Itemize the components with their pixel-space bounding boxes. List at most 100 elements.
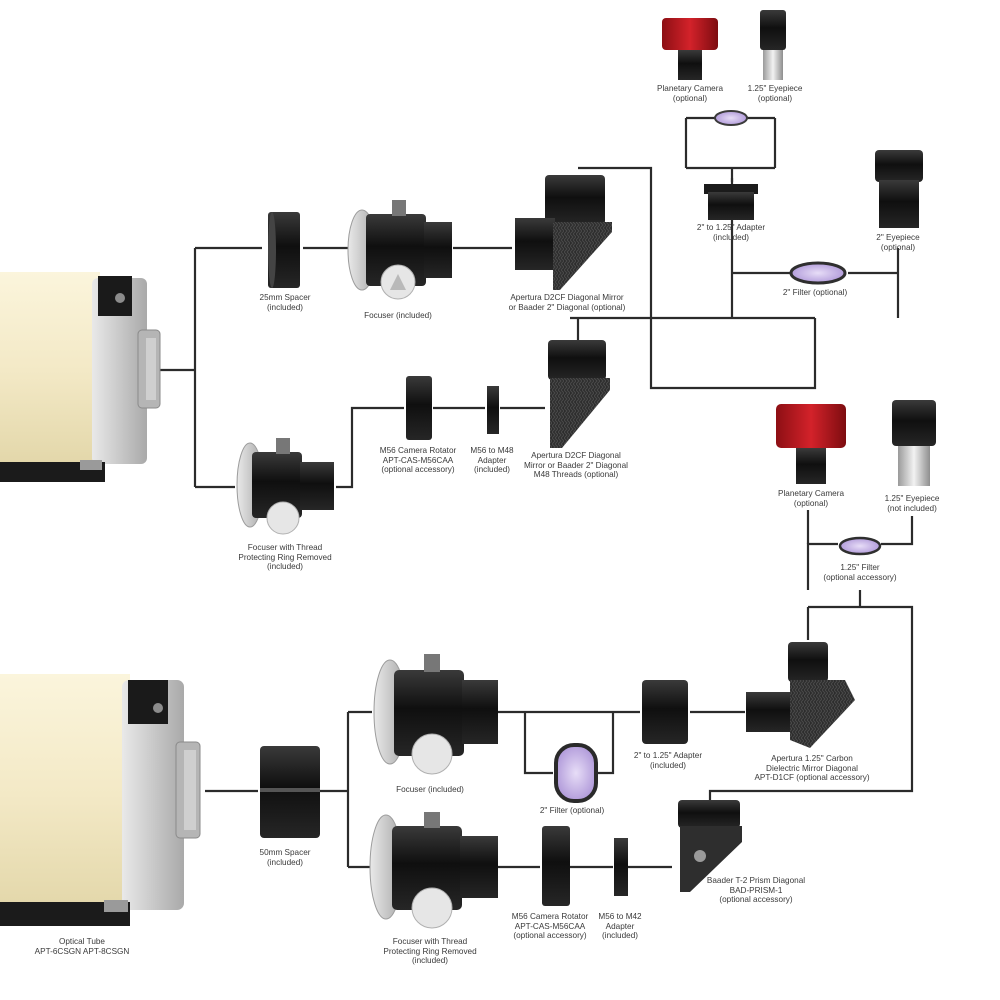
spacer-50mm-icon (260, 746, 320, 838)
filter-125-top-icon (714, 110, 748, 126)
eyepiece-125-mid-icon (892, 400, 936, 486)
label-line: or Baader 2" Diagonal (optional) (508, 302, 626, 312)
label-line: Apertura 1.25" Carbon (771, 754, 853, 763)
label-line: Mirror or Baader 2" Diagonal (524, 460, 628, 470)
label-line: (included) (602, 931, 638, 941)
label-line: Focuser (included) (396, 785, 464, 794)
label-line: Protecting Ring Removed (238, 552, 332, 562)
adapter-bottom-icon (642, 680, 688, 744)
label-line: BAD-PRISM-1 (729, 885, 783, 895)
camera-rotator-m48-icon (406, 376, 432, 440)
planetary-camera-mid-icon (776, 404, 846, 484)
label-line: M56 Camera Rotator (511, 912, 589, 921)
label-planetary-camera-top: Planetary Camera(optional) (657, 84, 723, 103)
label-line: 1.25" Filter (840, 563, 880, 572)
label-line: (included) (412, 956, 448, 966)
label-line: Optical Tube (59, 937, 105, 946)
label-line: Protecting Ring Removed (383, 946, 477, 956)
label-line: Apertura D2CF Diagonal Mirror (510, 293, 624, 302)
label-line: Planetary Camera (657, 84, 723, 93)
filter-2-bottom-icon (554, 743, 598, 803)
optical-tube-bottom-icon (0, 674, 201, 926)
eyepiece-2-top-icon (875, 150, 923, 228)
label-line: (included) (650, 760, 686, 770)
label-line: APT-CAS-M56CAA (514, 921, 586, 931)
adapter-top-icon (704, 184, 758, 220)
filter-125-mid-icon (838, 536, 882, 556)
focuser-top-icon (347, 200, 452, 300)
label-filter-2-top: 2" Filter (optional) (783, 288, 847, 298)
label-line: (optional) (793, 498, 829, 508)
label-line: M48 Threads (optional) (533, 470, 619, 480)
label-line: Apertura D2CF Diagonal (531, 451, 621, 460)
diagonal-mirror-top-icon (515, 175, 612, 290)
label-line: (optional accessory) (719, 895, 793, 905)
label-line: 2" to 1.25" Adapter (696, 223, 766, 232)
label-adapter-top: 2" to 1.25" Adapter(included) (697, 223, 765, 242)
label-line: M56 to M48 (470, 446, 514, 455)
label-50mm-spacer: 50mm Spacer(included) (260, 848, 311, 867)
label-line: Baader T-2 Prism Diagonal (706, 876, 806, 885)
adapter-m48-icon (487, 386, 499, 434)
label-line: Adapter (605, 921, 635, 931)
label-line: APT-CAS-M56CAA (382, 455, 454, 465)
label-line: 50mm Spacer (259, 848, 311, 857)
label-line: 2" Eyepiece (876, 233, 920, 242)
label-filter-125-mid: 1.25" Filter(optional accessory) (823, 563, 896, 582)
label-line: Focuser with Thread (247, 543, 323, 552)
spacer-25mm-icon (268, 212, 300, 288)
optical-tube-top-icon (0, 272, 161, 482)
focuser-thread-top-icon (236, 438, 334, 535)
label-eyepiece-125-mid: 1.25" Eyepiece(not included) (885, 494, 940, 513)
label-line: (optional) (757, 93, 793, 103)
label-line: 1.25" Eyepiece (884, 494, 940, 503)
label-eyepiece-2-top: 2" Eyepiece(optional) (876, 233, 919, 252)
label-filter-2-bottom: 2" Filter (optional) (540, 806, 604, 816)
label-focuser-top: Focuser (included) (364, 311, 432, 321)
label-line: (optional accessory) (381, 465, 455, 475)
filter-2-top-icon (789, 261, 847, 285)
label-focuser-bottom: Focuser (included) (396, 785, 464, 795)
label-line: 2" Filter (optional) (539, 806, 605, 815)
label-line: Planetary Camera (778, 489, 844, 498)
connection-lines (160, 116, 914, 869)
camera-rotator-m42-icon (542, 826, 570, 906)
label-line: Focuser (included) (364, 311, 432, 320)
label-line: APT-D1CF (optional accessory) (754, 773, 870, 783)
prism-diagonal-icon (678, 800, 742, 892)
planetary-camera-top-icon (662, 18, 718, 80)
label-line: Adapter (477, 455, 507, 465)
label-line: (optional) (880, 242, 916, 252)
label-line: 25mm Spacer (259, 293, 311, 302)
label-line: Dielectric Mirror Diagonal (766, 763, 858, 773)
label-line: M56 to M42 (598, 912, 642, 921)
label-line: (optional) (672, 93, 708, 103)
label-line: (included) (474, 465, 510, 475)
label-line: 2" to 1.25" Adapter (633, 751, 703, 760)
label-line: M56 Camera Rotator (379, 446, 457, 455)
focuser-thread-bottom-icon (369, 812, 498, 929)
label-line: APT-6CSGN APT-8CSGN (34, 946, 130, 956)
label-line: (included) (267, 857, 303, 867)
label-line: 2" Filter (optional) (782, 288, 848, 297)
label-eyepiece-125-top: 1.25" Eyepiece(optional) (748, 84, 803, 103)
label-planetary-camera-mid: Planetary Camera(optional) (778, 489, 844, 508)
label-adapter-bottom: 2" to 1.25" Adapter(included) (634, 751, 702, 770)
label-line: (not included) (887, 503, 937, 513)
label-line: 1.25" Eyepiece (747, 84, 803, 93)
label-line: (optional accessory) (823, 572, 897, 582)
label-25mm-spacer: 25mm Spacer(included) (260, 293, 311, 312)
diagonal-mirror-d1cf-icon (746, 642, 855, 748)
